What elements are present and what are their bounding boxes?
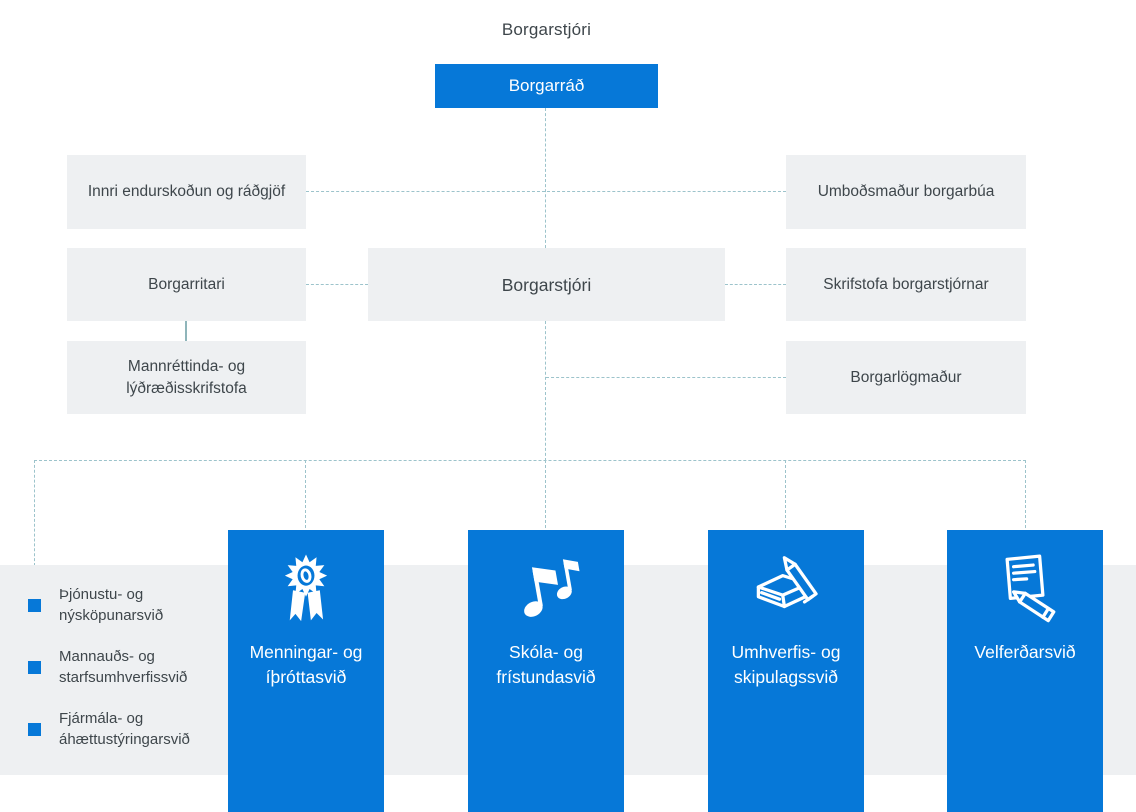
tile-skola-fristundasvid[interactable]: Skóla- og frístundasvið xyxy=(468,530,624,812)
core-services-legend: Þjónustu- og nýsköpunarsvið Mannauðs- og… xyxy=(28,584,233,750)
legend-item-label: Þjónustu- og nýsköpunarsvið xyxy=(59,586,164,624)
tile-label: Menningar- og íþróttasvið xyxy=(249,642,363,687)
connector-stub-dept-3 xyxy=(785,460,786,528)
node-mannrettinda[interactable]: Mannréttinda- og lýðræðisskrifstofa xyxy=(67,341,306,414)
book-pencil-icon xyxy=(747,546,825,628)
node-borgarlogmadur[interactable]: Borgarlögmaður xyxy=(786,341,1026,414)
connector-to-borgarlogmadur xyxy=(546,377,786,378)
legend-item-fjarmala: Fjármála- og áhættustýringarsvið xyxy=(28,708,233,750)
tile-menningar-ithrottasvid[interactable]: Menningar- og íþróttasvið xyxy=(228,530,384,812)
legend-square-icon xyxy=(28,598,41,612)
node-borgarritari[interactable]: Borgarritari xyxy=(67,248,306,321)
legend-square-icon xyxy=(28,722,41,736)
legend-item-label: Fjármála- og áhættustýringarsvið xyxy=(59,710,190,748)
node-borgarrad[interactable]: Borgarráð xyxy=(435,64,658,108)
tile-label: Skóla- og frístundasvið xyxy=(496,642,596,687)
legend-item-label: Mannauðs- og starfsumhverfissvið xyxy=(59,648,188,686)
music-notes-icon xyxy=(507,546,585,628)
legend-item-mannauds: Mannauðs- og starfsumhverfissvið xyxy=(28,646,233,688)
tile-label: Umhverfis- og skipulagssvið xyxy=(731,642,841,687)
node-borgarstjori[interactable]: Borgarstjóri xyxy=(368,248,725,321)
connector-ritari-to-mannrettinda xyxy=(185,321,187,341)
page-title: Borgarstjóri xyxy=(501,20,592,39)
connector-stub-dept-2 xyxy=(545,460,546,528)
connector-stub-legend xyxy=(34,460,35,566)
connector-advisory-row xyxy=(306,191,786,192)
connector-mayor-down xyxy=(545,321,546,461)
connector-stub-dept-4 xyxy=(1025,460,1026,528)
connector-stub-dept-1 xyxy=(305,460,306,528)
node-skrifstofa-borgarstjornar[interactable]: Skrifstofa borgarstjórnar xyxy=(786,248,1026,321)
node-umbodsmadur[interactable]: Umboðsmaður borgarbúa xyxy=(786,155,1026,229)
tile-umhverfis-skipulagssvid[interactable]: Umhverfis- og skipulagssvið xyxy=(708,530,864,812)
connector-root-to-mayor xyxy=(545,108,546,248)
tile-label: Velferðarsvið xyxy=(974,642,1076,662)
connector-departments-bus xyxy=(34,460,1026,461)
legend-item-thjonustu: Þjónustu- og nýsköpunarsvið xyxy=(28,584,233,626)
award-icon xyxy=(267,546,345,628)
connector-mayor-to-skrifstofa xyxy=(725,284,786,285)
node-innri-endurskodun[interactable]: Innri endurskoðun og ráðgjöf xyxy=(67,155,306,229)
legend-square-icon xyxy=(28,660,41,674)
tile-velferdarsvid[interactable]: Velferðarsvið xyxy=(947,530,1103,812)
connector-ritari-to-mayor xyxy=(306,284,368,285)
document-pencil-icon xyxy=(986,546,1064,628)
